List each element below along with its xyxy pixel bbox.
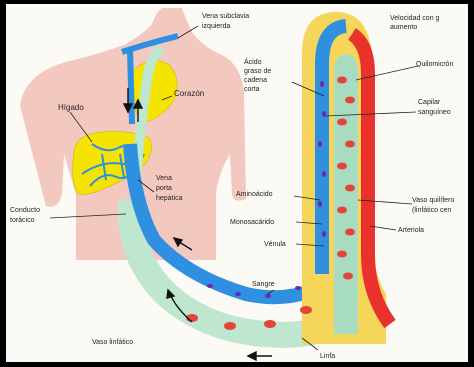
label-conducto-2: torácico bbox=[10, 217, 35, 224]
lacteal-vessel bbox=[334, 54, 358, 334]
label-arteriola: Arteriola bbox=[398, 227, 424, 234]
label-acido-4: corta bbox=[244, 86, 260, 93]
label-higado: Hígado bbox=[58, 103, 84, 112]
label-capilar-2: sanguíneo bbox=[418, 109, 451, 116]
label-linfa: Linfa bbox=[320, 353, 335, 360]
diagram-panel: Vena subclavia izquierda Velocidad con g… bbox=[6, 4, 468, 362]
label-vena-subclavia: Vena subclavia bbox=[202, 13, 249, 20]
vena-cava bbox=[130, 50, 132, 124]
label-vena-subclavia-2: izquierda bbox=[202, 23, 231, 30]
label-sangre: Sangre bbox=[252, 281, 275, 288]
label-vaso-quilifero-2: (linfático cen bbox=[412, 207, 451, 214]
label-acido-3: cadena bbox=[244, 77, 267, 84]
label-monosacarido: Monosacárido bbox=[230, 219, 274, 226]
label-venula: Vénula bbox=[264, 241, 286, 248]
label-vena-porta-3: hepática bbox=[156, 195, 183, 202]
label-vaso-linfatico: Vaso linfático bbox=[92, 339, 133, 346]
label-velocidad-2: aumento bbox=[390, 24, 417, 31]
label-vaso-quilifero: Vaso quilífero bbox=[412, 197, 454, 204]
label-corazon: Corazón bbox=[174, 89, 204, 98]
label-aminoacido: Aminoácido bbox=[236, 191, 273, 198]
label-vena-porta-2: porta bbox=[156, 185, 172, 192]
absorption-diagram: Vena subclavia izquierda Velocidad con g… bbox=[6, 4, 468, 362]
label-vena-porta: Vena bbox=[156, 175, 172, 182]
label-capilar: Capilar bbox=[418, 99, 441, 106]
label-conducto: Conducto bbox=[10, 207, 40, 214]
label-velocidad: Velocidad con g bbox=[390, 15, 440, 22]
label-acido-2: graso de bbox=[244, 68, 271, 75]
label-acido: Ácido bbox=[244, 57, 262, 66]
label-quilomicron: Quilomicrón bbox=[416, 61, 453, 68]
